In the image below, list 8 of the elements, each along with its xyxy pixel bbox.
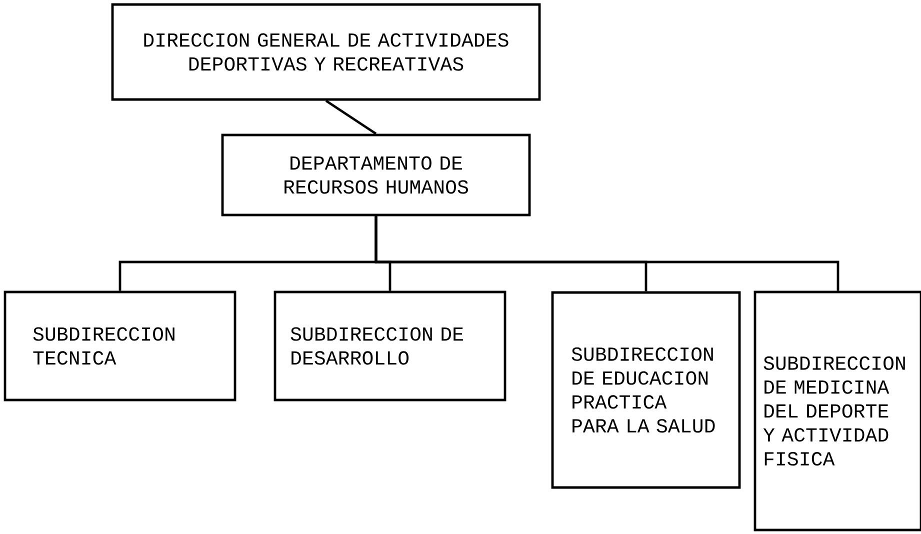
org-box: DEPARTAMENTO DE RECURSOS HUMANOS (221, 134, 531, 216)
connector-line (325, 100, 377, 135)
org-box: DIRECCION GENERAL DE ACTIVIDADES DEPORTIVAS Y RECREATIVAS (111, 3, 541, 101)
org-box: SUBDIRECCION DE EDUCACION PRACTICA PARA LA SALUD (551, 291, 741, 489)
org-box: SUBDIRECCION DE MEDICINA DEL DEPORTE Y ACTIVIDAD FISICA (754, 290, 921, 532)
connector-line (374, 216, 840, 291)
org-box: SUBDIRECCION DE DESARROLLO (274, 290, 506, 402)
org-box: SUBDIRECCION TECNICA (4, 290, 236, 402)
